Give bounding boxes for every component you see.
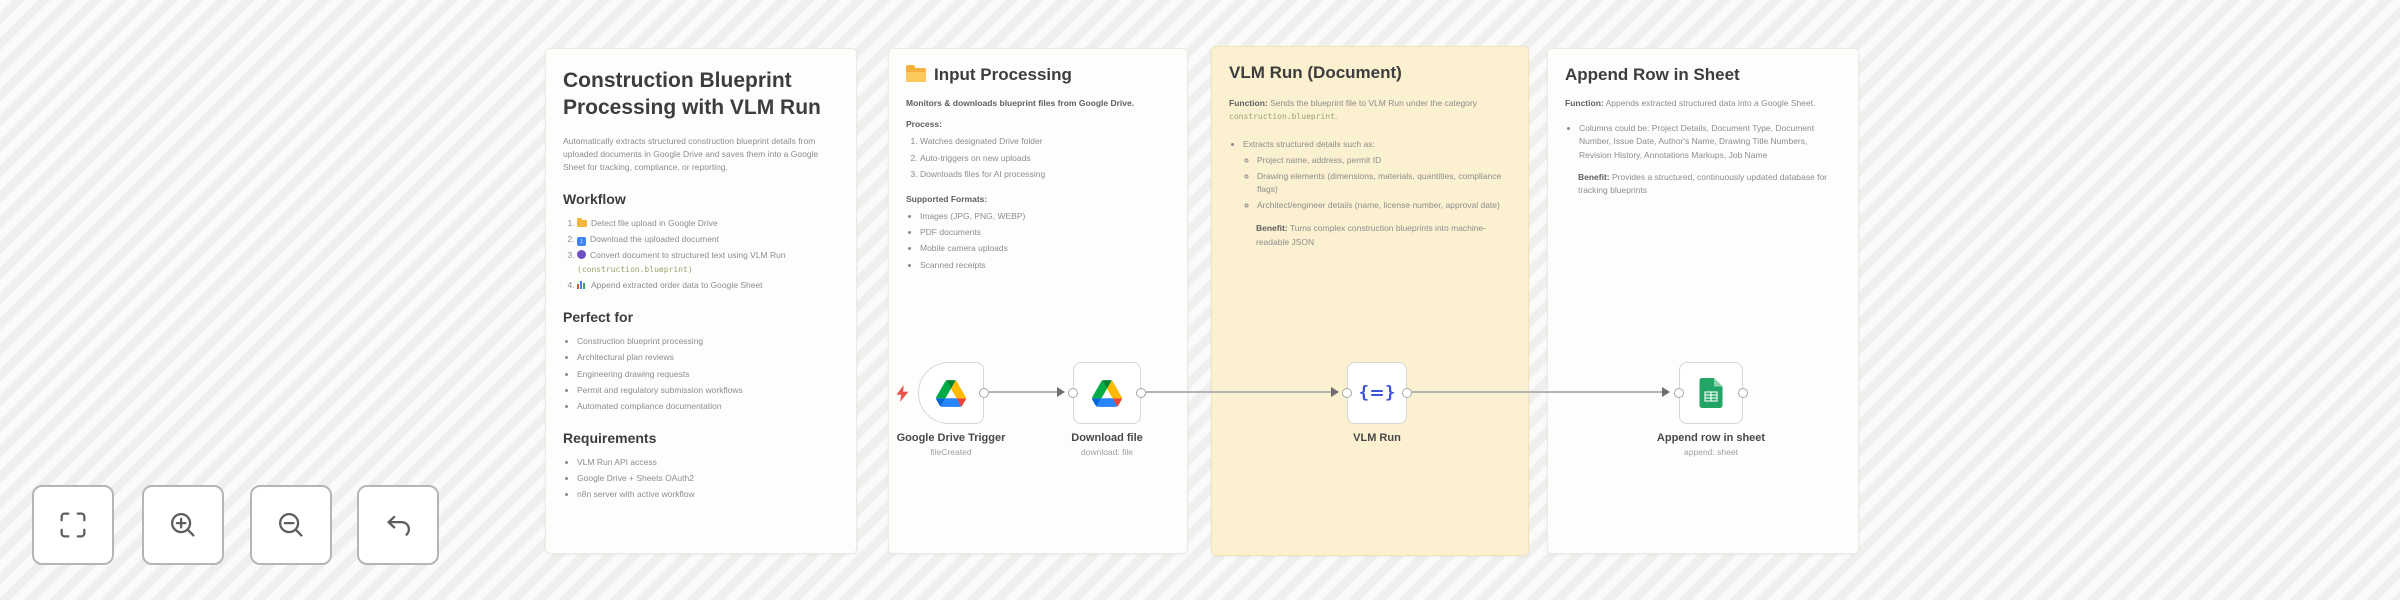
sticky-description: Automatically extracts structured constr… bbox=[563, 135, 819, 172]
zoom-out-button[interactable] bbox=[250, 485, 332, 565]
workflow-step: Detect file upload in Google Drive bbox=[577, 217, 839, 230]
folder-icon bbox=[906, 65, 926, 82]
connection-arrow-icon bbox=[1057, 386, 1065, 397]
node-label: Append row in sheet append: sheet bbox=[1616, 432, 1806, 457]
sticky-title: Append Row in Sheet bbox=[1565, 65, 1740, 84]
fit-view-button[interactable] bbox=[32, 485, 114, 565]
requirements-heading: Requirements bbox=[563, 430, 657, 447]
google-drive-icon bbox=[1092, 379, 1122, 407]
list-item: Images (JPG, PNG, WEBP) bbox=[920, 210, 1170, 223]
zoom-in-button[interactable] bbox=[142, 485, 224, 565]
formats-label: Supported Formats: bbox=[906, 193, 988, 204]
output-port[interactable] bbox=[1402, 388, 1412, 398]
connection bbox=[989, 391, 1059, 393]
function-text: Function: Sends the blueprint file to VL… bbox=[1229, 98, 1478, 122]
node-download-file[interactable]: Download file download: file bbox=[1068, 362, 1146, 457]
inline-code: construction.blueprint bbox=[1229, 112, 1335, 122]
undo-button[interactable] bbox=[357, 485, 439, 565]
requirements-list: VLM Run API access Google Drive + Sheets… bbox=[563, 456, 839, 502]
list-item: Permit and regulatory submission workflo… bbox=[577, 384, 839, 397]
list-item: Columns could be: Project Details, Docum… bbox=[1579, 122, 1841, 162]
list-item: Extracts structured details such as: Pro… bbox=[1243, 138, 1511, 213]
extract-list: Extracts structured details such as: Pro… bbox=[1229, 138, 1511, 213]
list-item: n8n server with active workflow bbox=[577, 488, 839, 501]
list-item: Construction blueprint processing bbox=[577, 335, 839, 348]
list-item: Engineering drawing requests bbox=[577, 368, 839, 381]
list-item: PDF documents bbox=[920, 226, 1170, 239]
perfect-for-heading: Perfect for bbox=[563, 309, 634, 326]
output-port[interactable] bbox=[979, 388, 989, 398]
bar-chart-icon bbox=[577, 280, 587, 290]
sticky-title: Construction Blueprint Processing with V… bbox=[563, 69, 821, 120]
zoom-in-icon bbox=[171, 513, 195, 537]
output-port[interactable] bbox=[1738, 388, 1748, 398]
connection-arrow-icon bbox=[1662, 386, 1670, 397]
node-google-drive-trigger[interactable]: Google Drive Trigger fileCreated bbox=[896, 362, 1005, 457]
connection-arrow-icon bbox=[1331, 386, 1339, 397]
function-text: Function: Appends extracted structured d… bbox=[1565, 98, 1816, 108]
node-label: Google Drive Trigger fileCreated bbox=[856, 432, 1046, 457]
sticky-note-overview[interactable]: Construction Blueprint Processing with V… bbox=[545, 48, 857, 554]
connection bbox=[1146, 391, 1331, 393]
workflow-step: Download the uploaded document bbox=[577, 233, 839, 247]
list-item: Auto-triggers on new uploads bbox=[920, 152, 1170, 165]
list-item: Google Drive + Sheets OAuth2 bbox=[577, 472, 839, 485]
list-item: Architect/engineer details (name, licens… bbox=[1257, 199, 1511, 212]
sticky-note-vlm-run[interactable]: VLM Run (Document) Function: Sends the b… bbox=[1211, 46, 1529, 556]
node-vlm-run[interactable]: { } VLM Run bbox=[1342, 362, 1412, 444]
process-label: Process: bbox=[906, 119, 942, 130]
node-label: Download file download: file bbox=[1012, 432, 1202, 457]
alien-icon bbox=[577, 250, 586, 260]
sticky-note-append-row[interactable]: Append Row in Sheet Function: Appends ex… bbox=[1547, 48, 1859, 554]
sticky-note-input-processing[interactable]: Input Processing Monitors & downloads bl… bbox=[888, 48, 1188, 554]
vlm-run-icon: { } bbox=[1358, 382, 1396, 403]
benefit-text: Benefit: Provides a structured, continuo… bbox=[1578, 171, 1828, 195]
folder-icon bbox=[577, 218, 587, 228]
input-port[interactable] bbox=[1674, 388, 1684, 398]
download-icon bbox=[577, 237, 586, 247]
list-item: Automated compliance documentation bbox=[577, 400, 839, 413]
connection bbox=[1412, 391, 1662, 393]
list-item: VLM Run API access bbox=[577, 456, 839, 469]
workflow-step: Convert document to structured text usin… bbox=[577, 249, 839, 276]
inline-code: (construction.blueprint) bbox=[577, 264, 693, 274]
google-sheets-icon bbox=[1699, 378, 1723, 408]
trigger-bolt-icon bbox=[896, 385, 909, 402]
list-item: Drawing elements (dimensions, materials,… bbox=[1257, 170, 1511, 196]
workflow-step: Append extracted order data to Google Sh… bbox=[577, 279, 839, 292]
columns-list: Columns could be: Project Details, Docum… bbox=[1565, 122, 1841, 162]
undo-icon bbox=[387, 515, 410, 536]
zoom-out-icon bbox=[279, 513, 303, 537]
sticky-intro: Monitors & downloads blueprint files fro… bbox=[906, 98, 1135, 108]
list-item: Project name, address, permit ID bbox=[1257, 154, 1511, 167]
node-subtitle: append: sheet bbox=[1684, 447, 1738, 457]
benefit-text: Benefit: Turns complex construction blue… bbox=[1256, 223, 1487, 247]
node-label: VLM Run bbox=[1353, 432, 1401, 444]
list-item: Watches designated Drive folder bbox=[920, 135, 1170, 148]
sticky-title: Input Processing bbox=[906, 65, 1170, 85]
workflow-steps: Detect file upload in Google Drive Downl… bbox=[563, 217, 839, 292]
fit-view-icon bbox=[60, 512, 86, 538]
node-append-row-in-sheet[interactable]: Append row in sheet append: sheet bbox=[1657, 362, 1765, 457]
node-subtitle: fileCreated bbox=[930, 447, 972, 457]
formats-list: Images (JPG, PNG, WEBP) PDF documents Mo… bbox=[906, 210, 1170, 272]
output-port[interactable] bbox=[1136, 388, 1146, 398]
list-item: Scanned receipts bbox=[920, 259, 1170, 272]
google-drive-icon bbox=[936, 379, 966, 407]
list-item: Mobile camera uploads bbox=[920, 242, 1170, 255]
input-port[interactable] bbox=[1068, 388, 1078, 398]
extract-sublist: Project name, address, permit ID Drawing… bbox=[1243, 154, 1511, 213]
list-item: Downloads files for AI processing bbox=[920, 168, 1170, 181]
process-steps: Watches designated Drive folder Auto-tri… bbox=[906, 135, 1170, 181]
sticky-title: VLM Run (Document) bbox=[1229, 63, 1402, 82]
node-subtitle: download: file bbox=[1081, 447, 1133, 457]
workflow-heading: Workflow bbox=[563, 191, 626, 208]
perfect-for-list: Construction blueprint processing Archit… bbox=[563, 335, 839, 413]
list-item: Architectural plan reviews bbox=[577, 351, 839, 364]
input-port[interactable] bbox=[1342, 388, 1352, 398]
